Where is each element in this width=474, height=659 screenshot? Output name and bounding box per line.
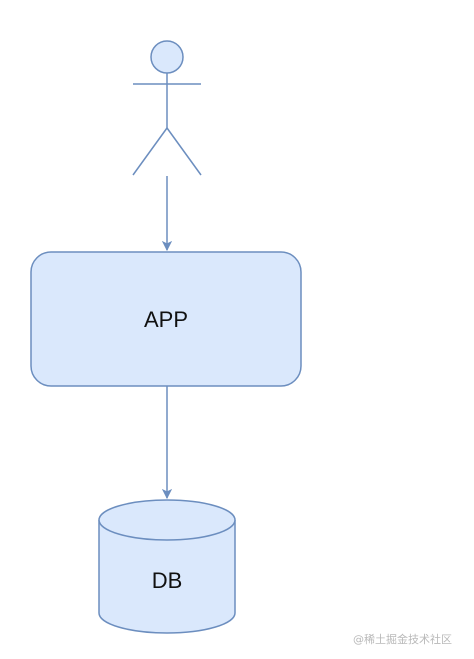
- actor-right-leg: [166, 127, 202, 176]
- db-cylinder-top: [98, 499, 236, 541]
- db-label: DB: [152, 568, 183, 593]
- app-node: APP: [30, 251, 302, 387]
- actor-head: [150, 40, 184, 74]
- db-cylinder-body: [98, 520, 236, 634]
- watermark-text: @稀土掘金技术社区: [353, 633, 452, 646]
- app-label: APP: [144, 307, 188, 332]
- actor-left-leg: [132, 127, 168, 176]
- db-node: DB: [98, 499, 236, 634]
- app-box: [30, 251, 302, 387]
- user-actor-icon: [132, 40, 202, 176]
